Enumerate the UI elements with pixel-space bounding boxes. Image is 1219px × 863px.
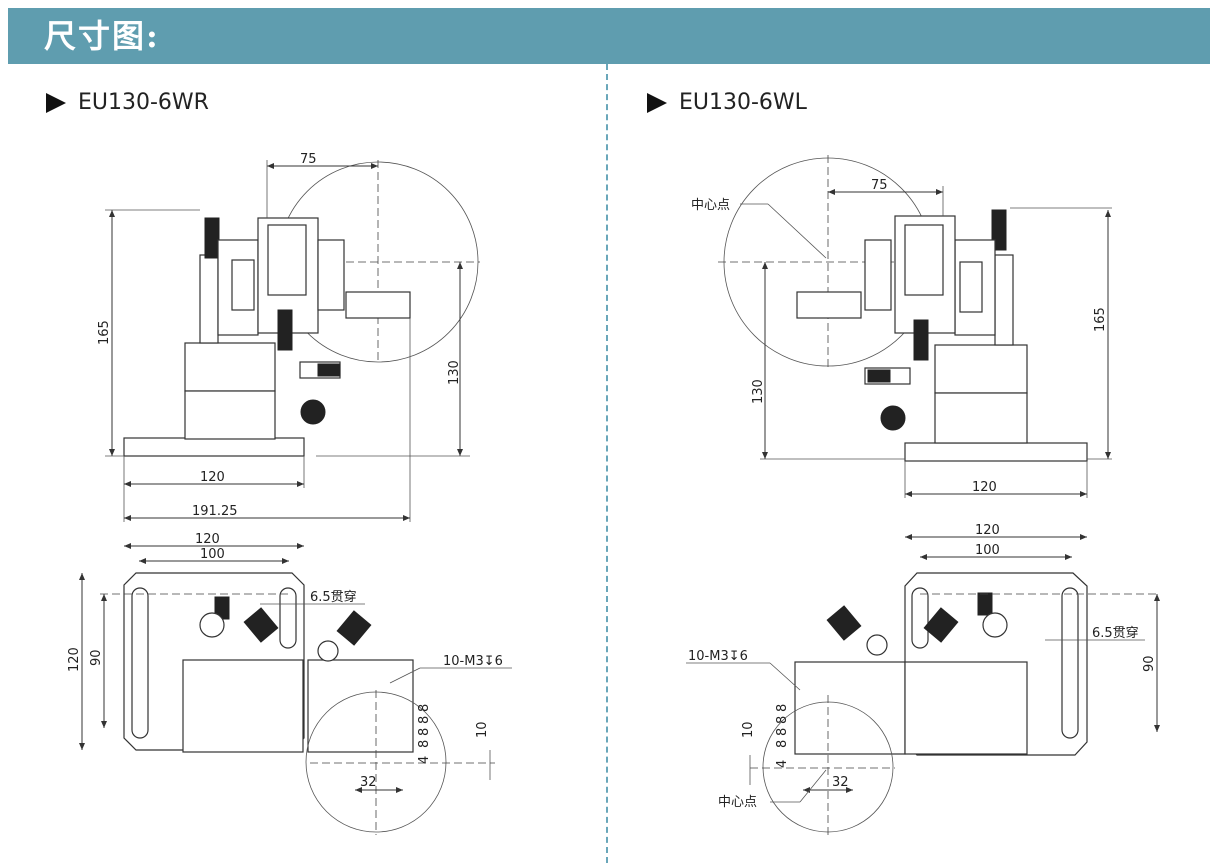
dim-label: 8 (417, 740, 432, 748)
side-view-wl: 75 165 130 120 中心点 (691, 155, 1112, 498)
dim-label: 120 (200, 470, 225, 485)
section-title: 尺寸图: (44, 17, 160, 55)
dim-label: 4 (775, 760, 790, 768)
dim-label: 120 (975, 523, 1000, 538)
dim-label: 8 (775, 740, 790, 748)
dim-label: 8 (775, 716, 790, 724)
top-view-wl: 120 100 90 6.5贯穿 10-M3↧6 8 8 8 8 10 4 32… (686, 523, 1160, 835)
dim-label: 165 (97, 320, 112, 345)
model-heading-left: EU130-6WR (46, 90, 209, 115)
base-plate (123, 437, 305, 457)
dim-label: 8 (775, 728, 790, 736)
center-point-label: 中心点 (691, 198, 730, 213)
dim-label: 8 (417, 704, 432, 712)
dim-label: 75 (300, 152, 317, 167)
dim-label: 10-M3↧6 (688, 649, 748, 664)
dim-label: 10 (741, 721, 756, 738)
dim-label: 4 (417, 756, 432, 764)
model-heading-right: EU130-6WL (647, 90, 807, 115)
column-divider (606, 64, 608, 863)
section-header: 尺寸图: (8, 8, 1210, 64)
dim-label: 6.5贯穿 (1092, 625, 1139, 641)
side-view-wr: 75 165 130 120 191.25 (97, 152, 480, 522)
dim-label: 165 (1093, 307, 1108, 332)
dim-label: 130 (447, 360, 462, 385)
dim-label: 8 (417, 728, 432, 736)
dim-label: 120 (67, 647, 82, 672)
dim-label: 120 (195, 532, 220, 547)
dim-label: 8 (775, 704, 790, 712)
dim-label: 90 (89, 649, 104, 666)
base-plate (904, 442, 1088, 462)
dim-label: 32 (832, 775, 849, 790)
model-name: EU130-6WL (679, 90, 807, 115)
model-name: EU130-6WR (78, 90, 209, 115)
dim-label: 10-M3↧6 (443, 654, 503, 669)
dim-label: 100 (975, 543, 1000, 558)
dim-label: 6.5贯穿 (310, 589, 357, 605)
triangle-bullet-icon (647, 92, 667, 113)
dim-label: 130 (751, 379, 766, 404)
dim-label: 100 (200, 547, 225, 562)
dim-label: 32 (360, 775, 377, 790)
triangle-bullet-icon (46, 92, 66, 113)
dim-label: 8 (417, 716, 432, 724)
center-point-label: 中心点 (718, 795, 757, 810)
dim-label: 10 (475, 721, 490, 738)
dim-label: 90 (1142, 655, 1157, 672)
dim-label: 191.25 (192, 504, 238, 519)
top-view-wr: 120 100 120 90 6.5贯穿 10-M3↧6 8 8 8 8 10 … (67, 532, 512, 835)
dim-label: 75 (871, 178, 888, 193)
dim-label: 120 (972, 480, 997, 495)
